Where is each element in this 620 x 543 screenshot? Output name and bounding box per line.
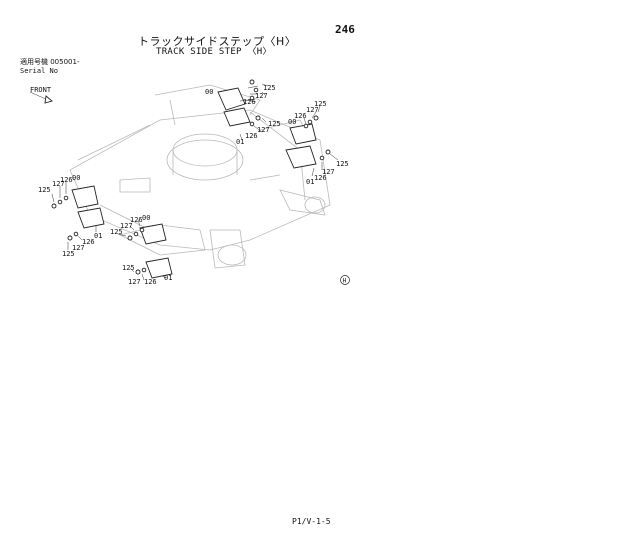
callout-127: 127 bbox=[306, 106, 319, 114]
step-assembly-center bbox=[117, 219, 173, 281]
serial-label-english: Serial No bbox=[20, 67, 58, 75]
callout-125: 125 bbox=[38, 186, 51, 194]
callout-125: 125 bbox=[263, 84, 276, 92]
step-assembly-top bbox=[217, 79, 269, 141]
callout-126: 126 bbox=[60, 176, 73, 184]
callout-127: 127 bbox=[255, 92, 268, 100]
step-assembly-left bbox=[51, 182, 105, 250]
track-frame-ghost bbox=[69, 84, 331, 269]
part-number-callouts: 00 125 127 126 125 127 126 01 125 127 12… bbox=[38, 84, 349, 286]
callout-01: 01 bbox=[164, 274, 172, 282]
callout-125: 125 bbox=[110, 228, 123, 236]
callout-127: 127 bbox=[128, 278, 141, 286]
serial-label-japanese: 適用号機 005001- bbox=[20, 58, 80, 66]
callout-125: 125 bbox=[336, 160, 349, 168]
callout-00: 00 bbox=[142, 214, 150, 222]
callout-125: 125 bbox=[314, 100, 327, 108]
variant-mark-letter: H bbox=[343, 278, 347, 285]
callout-127: 127 bbox=[257, 126, 270, 134]
step-assembly-right bbox=[285, 105, 339, 177]
callout-126: 126 bbox=[245, 132, 258, 140]
callout-125: 125 bbox=[122, 264, 135, 272]
callout-127: 127 bbox=[322, 168, 335, 176]
callout-126: 126 bbox=[144, 278, 157, 286]
callout-00: 00 bbox=[205, 88, 213, 96]
callout-126: 126 bbox=[243, 98, 256, 106]
variant-mark: H bbox=[340, 275, 350, 285]
callout-127: 127 bbox=[72, 244, 85, 252]
front-direction-marker: FRONT bbox=[29, 86, 53, 104]
callout-125: 125 bbox=[268, 120, 281, 128]
page-title-japanese: トラックサイドステップ〈H〉 bbox=[138, 35, 297, 48]
callout-00: 00 bbox=[72, 174, 80, 182]
front-label: FRONT bbox=[30, 86, 52, 94]
page-number: 246 bbox=[335, 23, 355, 36]
callout-126: 126 bbox=[82, 238, 95, 246]
callout-00: 00 bbox=[288, 118, 296, 126]
callout-01: 01 bbox=[236, 138, 244, 146]
page-title-english: TRACK SIDE STEP 〈H〉 bbox=[156, 47, 272, 57]
callout-126: 126 bbox=[294, 112, 307, 120]
callout-01: 01 bbox=[306, 178, 314, 186]
callout-125: 125 bbox=[62, 250, 75, 258]
callout-127: 127 bbox=[52, 180, 65, 188]
callout-126: 126 bbox=[314, 174, 327, 182]
page-code: P1/V-1-5 bbox=[292, 517, 331, 526]
callout-01: 01 bbox=[94, 232, 102, 240]
callout-127: 127 bbox=[120, 222, 133, 230]
callout-126: 126 bbox=[130, 216, 143, 224]
